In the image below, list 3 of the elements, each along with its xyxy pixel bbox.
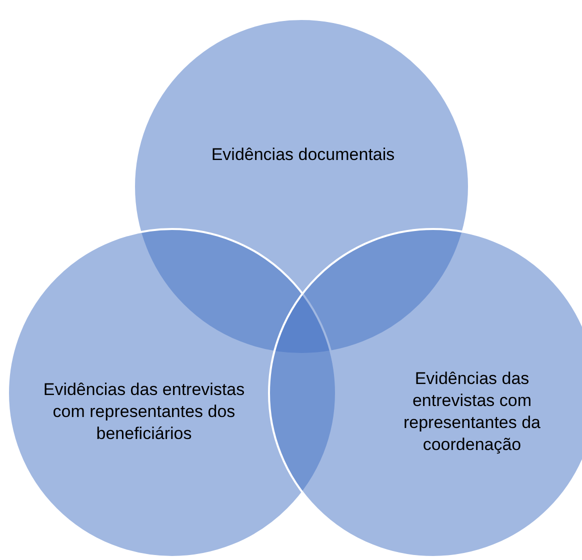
circle-label: Evidências das entrevistas com representantes dos beneficiários: [42, 379, 246, 445]
circle-label: Evidências das entrevistas com representantes da coordenação: [402, 368, 542, 456]
circle-label: Evidências documentais: [210, 144, 396, 166]
